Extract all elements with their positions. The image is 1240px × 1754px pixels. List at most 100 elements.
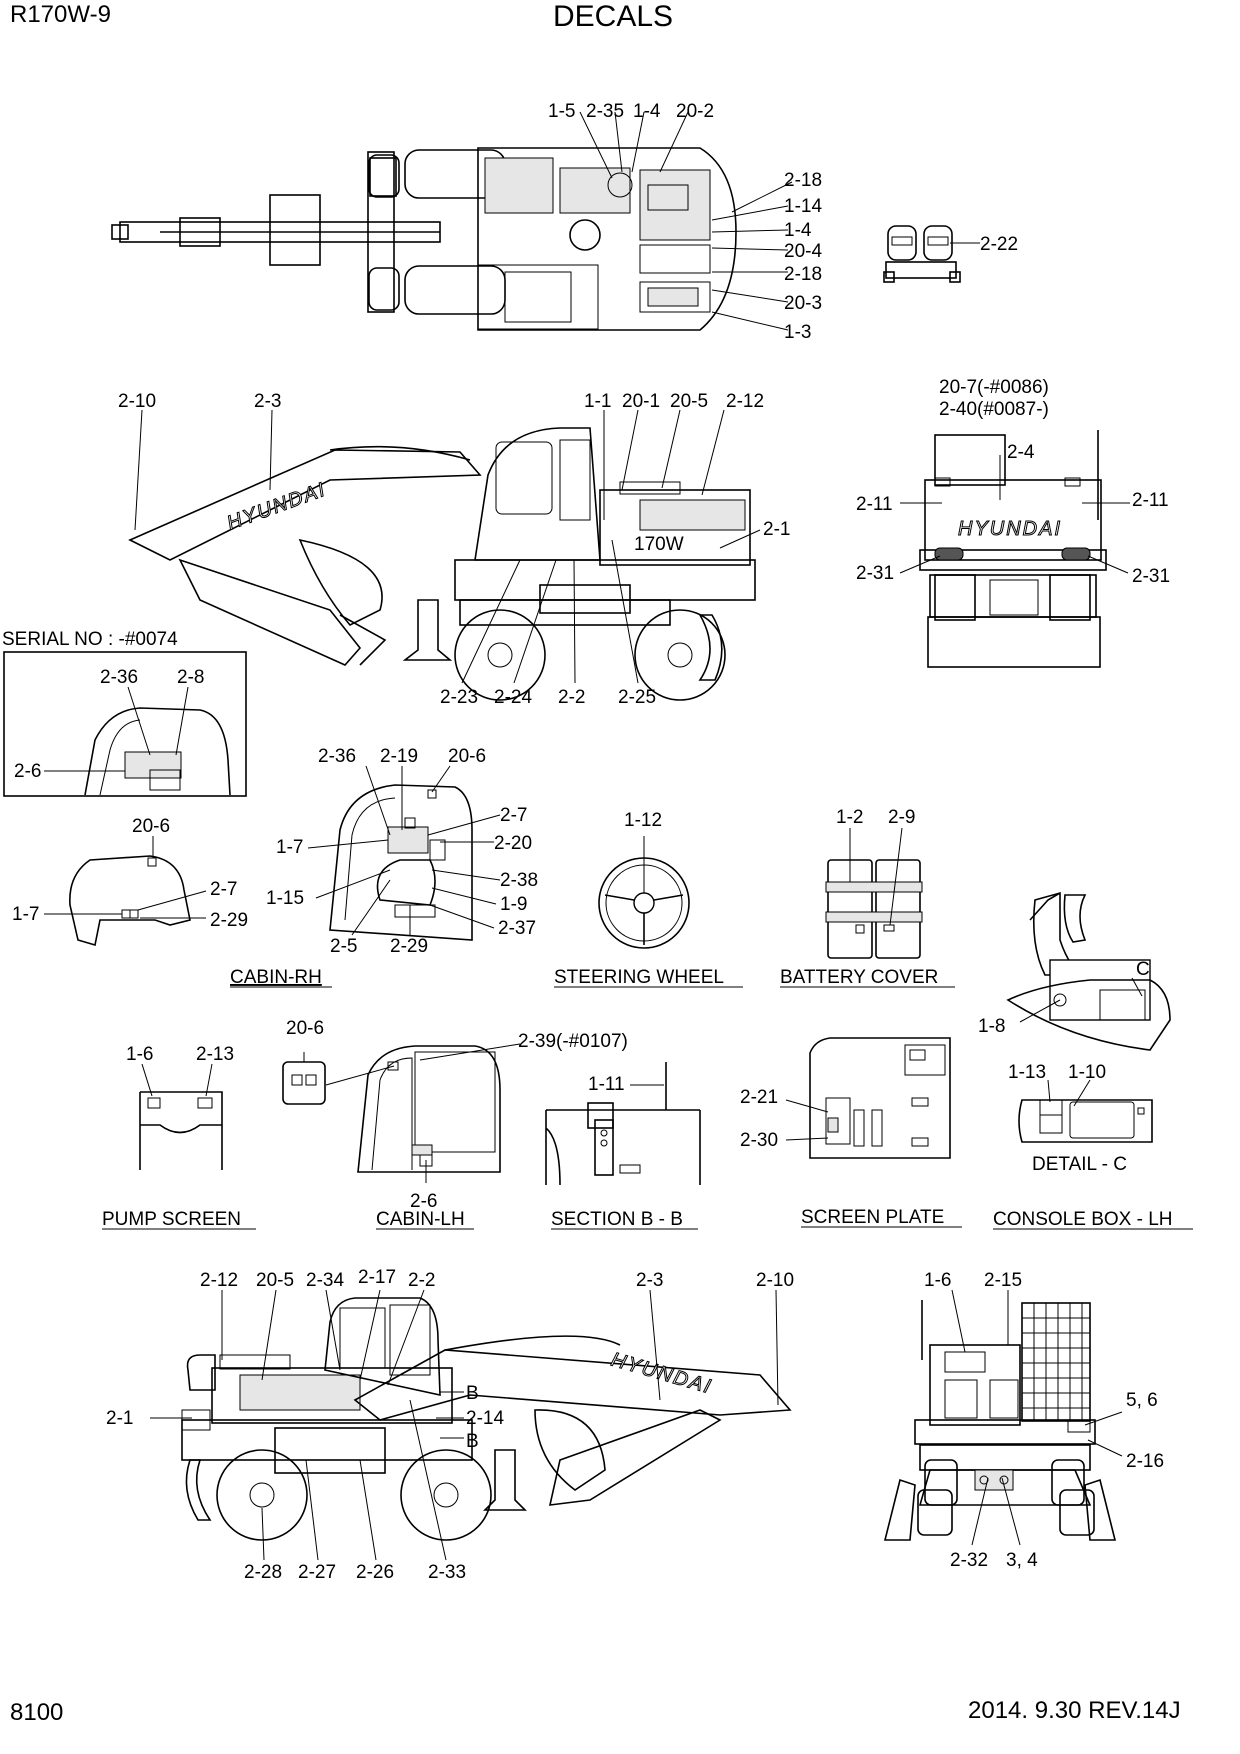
callout-label: 2-11 — [856, 494, 893, 515]
callout-label: 1-5 — [548, 101, 575, 122]
model-code: R170W-9 — [10, 1, 111, 28]
callout-label: 2-30 — [740, 1130, 778, 1151]
cabin-rh-side-leaders — [44, 836, 207, 919]
callout-label: 2-12 — [726, 391, 764, 412]
callout-label: 2-38 — [500, 870, 538, 891]
callout-label: 1-1 — [584, 391, 611, 412]
callout-label: 1-7 — [276, 837, 303, 858]
callout-label: 2-8 — [177, 667, 204, 688]
callout-label: 2-39(-#0107) — [518, 1031, 628, 1052]
front-view-leaders — [951, 1289, 1123, 1546]
callout-label: 2-36 — [100, 667, 138, 688]
callout-label: 1-10 — [1068, 1062, 1106, 1083]
page-title: DECALS — [553, 0, 673, 33]
callout-label: 2-7 — [500, 805, 527, 826]
callout-label: 2-26 — [356, 1562, 394, 1583]
callout-label: 2-22 — [980, 234, 1018, 255]
callout-label: 2-36 — [318, 746, 356, 767]
cabin-rh-drawing — [329, 784, 473, 941]
callout-label: C — [1136, 959, 1150, 980]
callout-label: 2-24 — [494, 687, 532, 708]
callout-label: 1-3 — [784, 322, 811, 343]
callout-label: 20-3 — [784, 293, 822, 314]
callout-label: 2-20 — [494, 833, 532, 854]
callout-label: 1-14 — [784, 196, 822, 217]
callout-label: 20-2 — [676, 101, 714, 122]
callout-label: 2-4 — [1007, 442, 1035, 463]
callout-label: 2-3 — [636, 1270, 663, 1291]
screen-plate-caption: SCREEN PLATE — [801, 1207, 944, 1228]
callout-label: 2-21 — [740, 1087, 778, 1108]
callout-label: 1-8 — [978, 1016, 1005, 1037]
callout-label: 2-19 — [380, 746, 418, 767]
console-box-lh-caption: CONSOLE BOX - LH — [993, 1209, 1173, 1230]
battery-cover-drawing — [825, 859, 923, 959]
front-view-drawing — [883, 1300, 1117, 1541]
cabin-rh-caption: CABIN-RH — [230, 967, 322, 988]
callout-label: 2-2 — [408, 1270, 435, 1291]
page-number: 8100 — [10, 1699, 63, 1726]
callout-label: 2-13 — [196, 1044, 234, 1065]
cabin-rh-leaders — [307, 765, 501, 936]
callout-label: 2-18 — [784, 170, 822, 191]
callout-label: 2-11 — [1132, 490, 1169, 511]
callout-label: B — [466, 1383, 479, 1404]
callout-label: 2-25 — [618, 687, 656, 708]
callout-label: 2-31 — [856, 563, 894, 584]
callout-label: 2-12 — [200, 1270, 238, 1291]
section-bb-drawing — [545, 1062, 701, 1186]
callout-label: 2-6 — [410, 1191, 437, 1212]
steering-wheel-caption: STEERING WHEEL — [554, 967, 724, 988]
callout-label: 2-16 — [1126, 1451, 1164, 1472]
callout-label: 20-6 — [132, 816, 170, 837]
callout-label: 2-23 — [440, 687, 478, 708]
serial-no-box — [3, 651, 247, 797]
callout-label: 20-5 — [256, 1270, 294, 1291]
callout-label: 2-1 — [763, 519, 790, 540]
revision-date: 2014. 9.30 REV.14J — [968, 1697, 1181, 1724]
callout-label: 2-3 — [254, 391, 281, 412]
side-lh-leaders — [150, 1289, 779, 1561]
callout-label: 2-28 — [244, 1562, 282, 1583]
pump-screen-caption: PUMP SCREEN — [102, 1209, 241, 1230]
battery-cover-caption: BATTERY COVER — [780, 967, 938, 988]
callout-label: B — [466, 1431, 479, 1452]
callout-label: 2-34 — [306, 1270, 344, 1291]
svg-text:170W: 170W — [634, 534, 684, 555]
serial-leaders — [44, 686, 189, 772]
callout-label: 2-1 — [106, 1408, 133, 1429]
callout-label: 1-6 — [126, 1044, 153, 1065]
callout-label: 1-11 — [588, 1074, 625, 1095]
callout-label: 2-35 — [586, 101, 624, 122]
callout-label: 2-9 — [888, 807, 915, 828]
callout-label: 2-17 — [358, 1267, 396, 1288]
callout-label: 20-6 — [448, 746, 486, 767]
callout-label: 2-33 — [428, 1562, 466, 1583]
callout-label: 1-4 — [633, 101, 661, 122]
side-rh-drawing: HYUNDAI 170W — [128, 427, 756, 701]
callout-label: 1-13 — [1008, 1062, 1046, 1083]
callout-label: 20-5 — [670, 391, 708, 412]
callout-label: 1-15 — [266, 888, 304, 909]
callout-label: 1-4 — [784, 220, 812, 241]
cabin-lh-drawing — [282, 1045, 501, 1173]
callout-label: 1-6 — [924, 1270, 951, 1291]
callout-label: 20-4 — [784, 241, 822, 262]
detail-c-caption: DETAIL - C — [1032, 1154, 1127, 1175]
serial-no-heading: SERIAL NO : -#0074 — [2, 629, 178, 650]
serial-cabin-drawing — [84, 707, 231, 796]
callout-label: 2-10 — [118, 391, 156, 412]
callout-label: 2-14 — [466, 1408, 504, 1429]
callout-label: 1-7 — [12, 904, 39, 925]
side-rh-leaders — [134, 409, 761, 684]
boom-logo-lh: HYUNDAI — [609, 1349, 715, 1399]
control-valve-drawing — [883, 225, 961, 283]
pump-screen-drawing — [139, 1091, 223, 1170]
callout-label: 2-29 — [210, 910, 248, 931]
rear-view-leaders — [899, 455, 1130, 574]
callout-label: 5, 6 — [1126, 1390, 1158, 1411]
callout-label: 2-15 — [984, 1270, 1022, 1291]
callout-label: 2-27 — [298, 1562, 336, 1583]
cabin-lh-caption: CABIN-LH — [376, 1209, 465, 1230]
